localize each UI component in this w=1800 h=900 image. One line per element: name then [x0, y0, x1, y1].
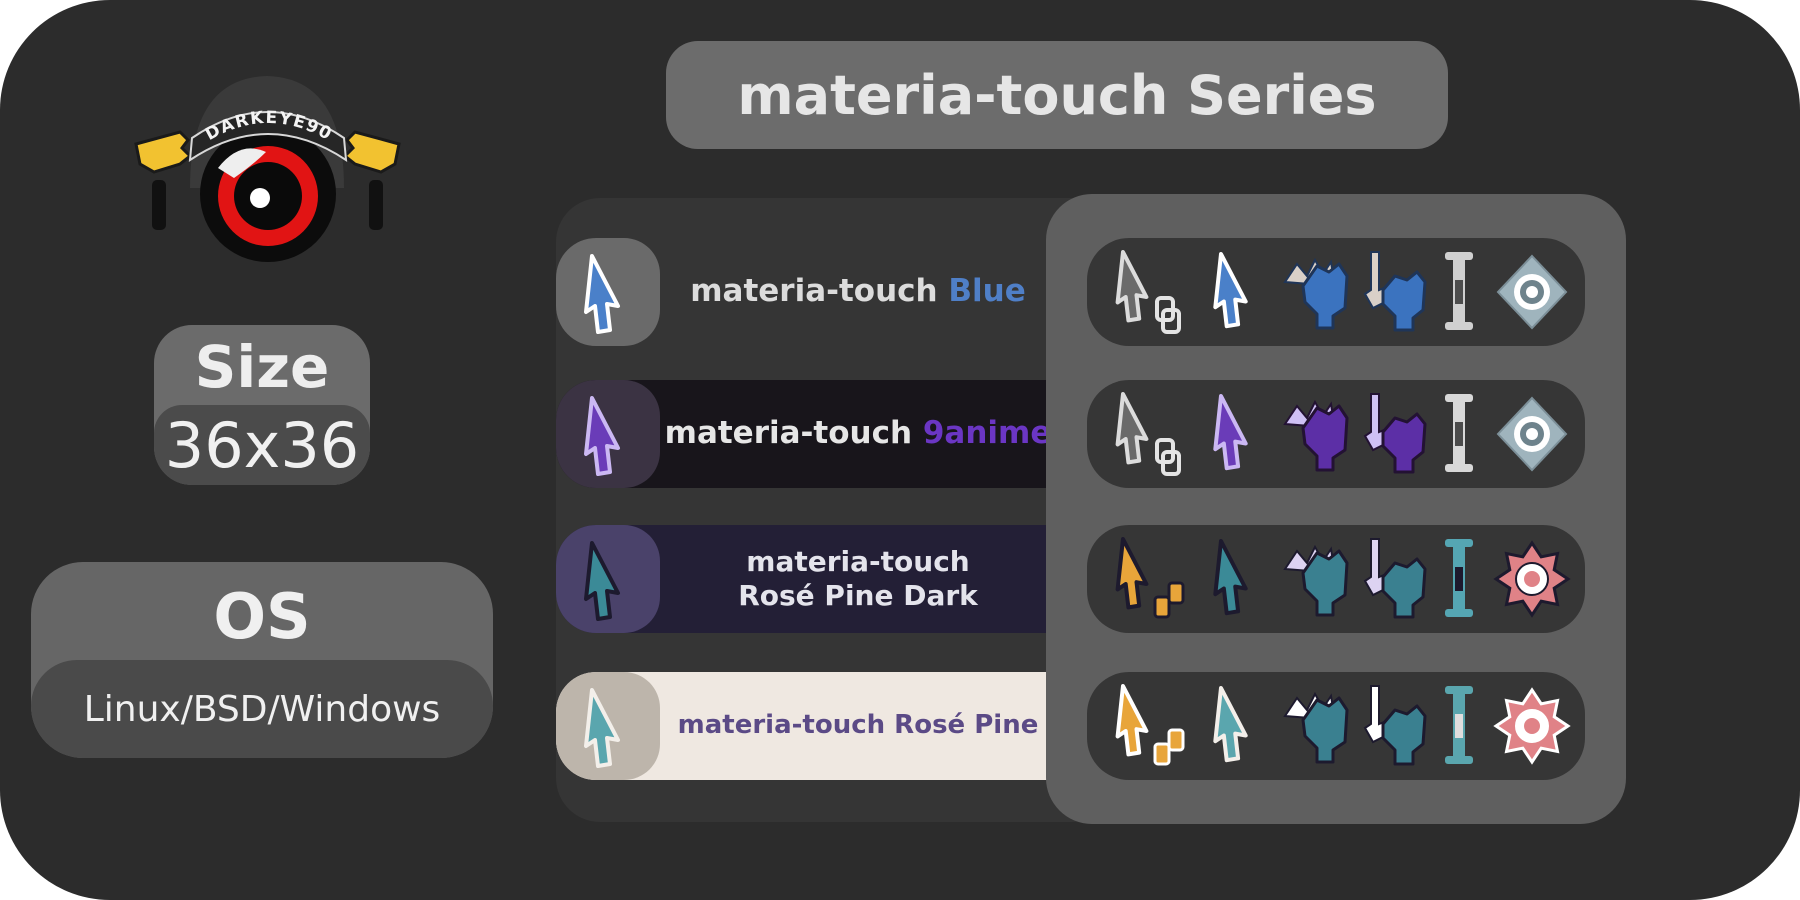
os-box: OS Linux/BSD/Windows	[31, 562, 493, 758]
size-label: Size	[194, 333, 330, 401]
grab-hand-icon	[1283, 257, 1349, 330]
theme-label-blue: materia-touch Blue	[660, 238, 1056, 346]
text-beam-icon	[1445, 539, 1473, 617]
link-cursor-icon	[1115, 392, 1181, 476]
theme-name: materia-touch Rosé Pine	[677, 710, 1039, 741]
theme-thumb-rose-pine	[556, 672, 660, 780]
theme-name: materia-touch	[690, 273, 949, 310]
left-hand-icon	[134, 130, 193, 230]
theme-name: materia-touch	[664, 415, 923, 452]
crosshair-icon	[1496, 254, 1568, 330]
pointing-hand-icon	[1363, 685, 1427, 766]
default-arrow-icon	[1213, 252, 1248, 329]
theme-thumb-blue	[556, 238, 660, 346]
cursor-preview-row-9anime	[1087, 380, 1585, 488]
arrow-cursor-icon	[584, 541, 620, 621]
theme-row-9anime[interactable]: materia-touch 9anime	[556, 380, 1056, 488]
size-value: 36x36	[154, 405, 370, 485]
cursor-preview-row-rose-pine-dark	[1087, 525, 1585, 633]
series-title: materia-touch Series	[666, 41, 1448, 149]
grab-hand-icon	[1283, 399, 1349, 472]
default-arrow-icon	[1213, 686, 1248, 763]
grab-hand-icon	[1283, 544, 1349, 617]
link-cursor-icon	[1115, 684, 1185, 766]
pointing-hand-icon	[1363, 251, 1427, 332]
theme-thumb-rose-pine-dark	[556, 525, 660, 633]
arrow-cursor-icon	[584, 396, 620, 476]
darkeye90-logo: DARKEYE90	[134, 76, 401, 262]
theme-name-line2: Rosé Pine Dark	[738, 579, 978, 612]
crosshair-icon	[1493, 540, 1571, 618]
default-arrow-icon	[1213, 539, 1248, 616]
right-hand-icon	[342, 130, 401, 230]
crosshair-icon	[1496, 396, 1568, 472]
size-box: Size 36x36	[154, 325, 370, 485]
theme-accent-name: Blue	[948, 273, 1026, 310]
text-beam-icon	[1445, 252, 1473, 330]
pointing-hand-icon	[1363, 393, 1427, 474]
theme-thumb-9anime	[556, 380, 660, 488]
cursor-preview-row-blue	[1087, 238, 1585, 346]
eye-glint	[250, 188, 270, 208]
text-beam-icon	[1445, 394, 1473, 472]
cursor-preview-row-rose-pine	[1087, 672, 1585, 780]
link-cursor-icon	[1115, 250, 1181, 334]
theme-row-rose-pine[interactable]: materia-touch Rosé Pine	[556, 672, 1056, 780]
theme-accent-name: 9anime	[922, 415, 1052, 452]
text-beam-icon	[1445, 686, 1473, 764]
eye-highlight	[218, 148, 266, 178]
os-value: Linux/BSD/Windows	[31, 660, 493, 758]
default-arrow-icon	[1213, 394, 1248, 471]
link-cursor-icon	[1115, 537, 1185, 619]
grab-hand-icon	[1283, 691, 1349, 764]
arrow-cursor-icon	[584, 688, 620, 768]
crosshair-icon	[1493, 687, 1571, 765]
arrow-cursor-icon	[584, 254, 620, 334]
os-label: OS	[213, 580, 311, 653]
theme-row-blue[interactable]: materia-touch Blue	[556, 238, 1056, 346]
theme-name-line1: materia-touch	[746, 545, 970, 579]
theme-label-9anime: materia-touch 9anime	[660, 380, 1056, 488]
headband	[188, 111, 348, 162]
pointing-hand-icon	[1363, 538, 1427, 619]
theme-label-rose-pine: materia-touch Rosé Pine	[660, 672, 1056, 780]
